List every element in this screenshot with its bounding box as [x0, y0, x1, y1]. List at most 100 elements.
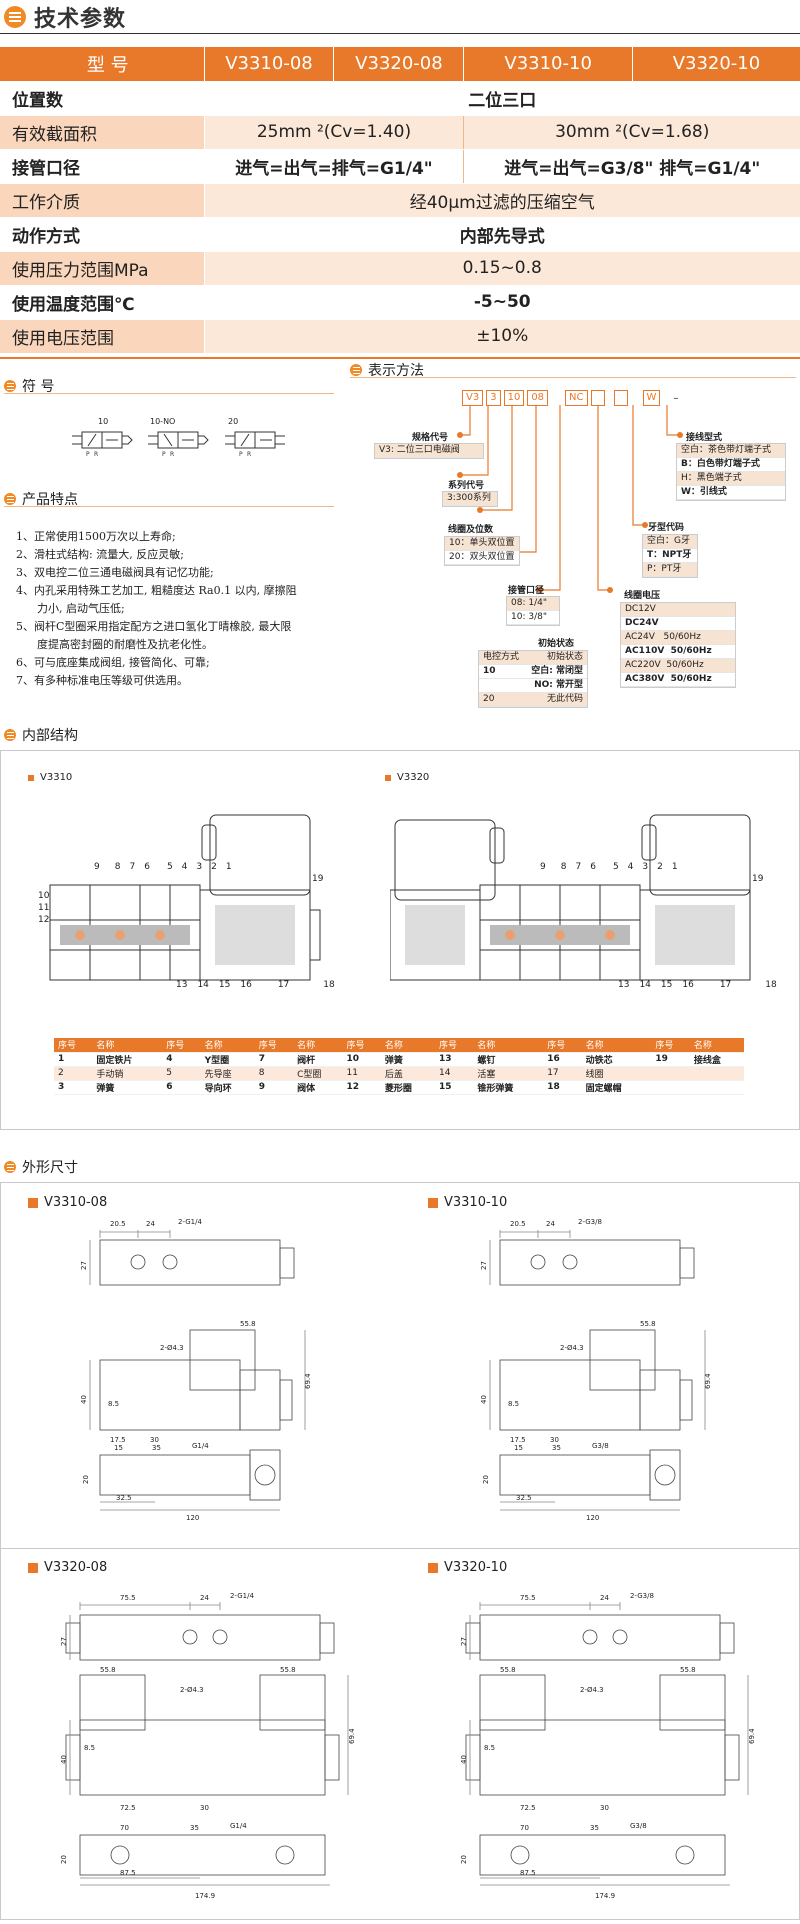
code-port: 08 — [527, 390, 549, 406]
parts-cell: 锥形弹簧 — [473, 1080, 544, 1095]
parts-cell: 固定铁片 — [92, 1052, 163, 1067]
code-wire: W — [642, 390, 661, 406]
callout: 4 — [181, 862, 188, 872]
dim-text: 2-Ø4.3 — [580, 1686, 604, 1694]
initial-header: 电控方式初始状态 — [479, 651, 587, 665]
initial-cell: 空白: 常闭型 — [531, 666, 583, 676]
parts-cell: 12 — [342, 1080, 381, 1095]
group-item: AC24V 50/60Hz — [621, 631, 735, 645]
parts-header-cell: 名称 — [92, 1038, 163, 1053]
parts-header-cell: 序号 — [342, 1038, 381, 1053]
dim-text: 87.5 — [120, 1869, 136, 1877]
callout: 6 — [590, 862, 596, 872]
feature-item: 度提高密封圈的耐磨性及抗老化性。 — [16, 638, 213, 651]
spec-label: 位置数 — [0, 81, 205, 116]
parts-cell: 14 — [435, 1066, 474, 1081]
callout: 17 — [277, 980, 290, 990]
spec-label: 有效截面积 — [0, 115, 205, 150]
parts-cell: 固定螺帽 — [581, 1080, 652, 1095]
initial-row: NO: 常开型 — [479, 679, 587, 693]
group-item: AC380V 50/60Hz — [621, 673, 735, 687]
internal-label-text: V3310 — [40, 772, 73, 783]
code-series: 3 — [486, 390, 501, 406]
dim-text: 30 — [550, 1436, 559, 1444]
callout: 16 — [240, 980, 252, 990]
parts-cell — [651, 1080, 690, 1095]
internal-section-v3320 — [390, 814, 751, 981]
parts-cell: 10 — [342, 1052, 381, 1067]
callout: 13 — [618, 980, 630, 990]
dim-text: 15 — [114, 1444, 123, 1452]
parts-cell: 17 — [543, 1066, 582, 1081]
group-title-initial: 初始状态 — [538, 639, 575, 649]
dim-text: 15 — [514, 1444, 523, 1452]
dim-text: 69.4 — [748, 1728, 756, 1744]
dim-text: 174.9 — [195, 1892, 215, 1900]
model-v3310-08: V3310-08 — [204, 47, 335, 82]
symbol-label-10: 10 — [98, 417, 108, 426]
code-coil: 10 — [503, 390, 525, 406]
callout: 7 — [575, 862, 582, 872]
dim-text: 20 — [482, 1475, 490, 1484]
feature-item: 1、正常使用1500万次以上寿命; — [16, 530, 176, 543]
model-v3310-10: V3310-10 — [463, 47, 633, 82]
group-title-port: 接管口径 — [508, 586, 545, 596]
parts-cell: 18 — [543, 1080, 582, 1095]
group-item: W：引线式 — [677, 486, 785, 500]
initial-cell: NO: 常开型 — [534, 680, 583, 690]
internal-header: 内部结构 — [4, 725, 78, 745]
dim-text: 35 — [590, 1824, 599, 1832]
divider — [4, 393, 334, 394]
dim-text: 2-G3/8 — [630, 1592, 654, 1600]
dim-title-v3310-10: V3310-10 — [428, 1195, 507, 1210]
dim-text: 32.5 — [116, 1494, 132, 1502]
spec-label: 使用温度范围℃ — [0, 285, 205, 320]
group-item: 3:300系列 — [443, 492, 497, 506]
callout: 1 — [671, 862, 678, 872]
parts-header-cell: 名称 — [293, 1038, 343, 1053]
parts-header-cell: 序号 — [543, 1038, 582, 1053]
dim-text: 24 — [146, 1220, 155, 1228]
callout: 19 — [312, 874, 324, 884]
symbol-label-10-no: 10-NO — [150, 417, 175, 426]
group-coil-box: 10：单头双位置 20：双头双位置 — [444, 536, 520, 566]
dim-drawing-v3310-10: 20.5 24 2-G3/8 27 55.8 2-Ø4.3 40 8.5 69.… — [480, 1218, 712, 1522]
group-item: B：白色带灯端子式 — [677, 458, 785, 472]
dimensions-header: 外形尺寸 — [4, 1157, 78, 1177]
initial-header-col: 电控方式 — [483, 652, 520, 662]
spec-header-row: 型 号 V3310-08 V3320-08 V3310-10 V3320-10 — [0, 47, 800, 82]
group-item: DC24V — [621, 617, 735, 631]
spec-value: 经40μm过滤的压缩空气 — [204, 183, 800, 218]
dim-text: 174.9 — [595, 1892, 615, 1900]
group-title-wire: 接线型式 — [686, 433, 723, 443]
callout: 10 — [38, 891, 50, 901]
callout: 19 — [752, 874, 764, 884]
parts-cell: 螺钉 — [473, 1052, 544, 1067]
symbol-header: 符 号 — [4, 376, 54, 396]
dim-text: 24 — [200, 1594, 209, 1602]
spec-label: 使用压力范围MPa — [0, 251, 205, 286]
parts-cell: 1 — [54, 1052, 93, 1067]
group-item: 空白：茶色带灯端子式 — [677, 444, 785, 458]
dimensions-title: 外形尺寸 — [22, 1160, 78, 1176]
page-title: 技术参数 — [34, 6, 127, 32]
dim-text: G1/4 — [192, 1442, 209, 1450]
dim-text: 87.5 — [520, 1869, 536, 1877]
parts-header-row: 序号名称 序号名称 序号名称 序号名称 序号名称 序号名称 序号名称 — [54, 1038, 744, 1053]
features-list: 1、正常使用1500万次以上寿命; 2、滑柱式结构: 流量大, 反应灵敏; 3、… — [16, 528, 346, 690]
parts-cell: 阀体 — [293, 1080, 343, 1095]
parts-cell: 活塞 — [473, 1066, 544, 1081]
feature-item: 7、有多种标准电压等级可供选用。 — [16, 674, 188, 687]
dim-text: 24 — [546, 1220, 555, 1228]
parts-cell: 导向环 — [200, 1080, 255, 1095]
dim-text: 27 — [460, 1637, 468, 1646]
dim-text: 2-G1/4 — [178, 1218, 202, 1226]
dim-text: 69.4 — [304, 1373, 312, 1389]
dim-text: 32.5 — [516, 1494, 532, 1502]
callout: 13 — [176, 980, 188, 990]
parts-cell: 13 — [435, 1052, 474, 1067]
parts-cell: 阀杆 — [293, 1052, 343, 1067]
spec-row: 动作方式 内部先导式 — [0, 217, 800, 252]
callout: 18 — [323, 980, 335, 990]
